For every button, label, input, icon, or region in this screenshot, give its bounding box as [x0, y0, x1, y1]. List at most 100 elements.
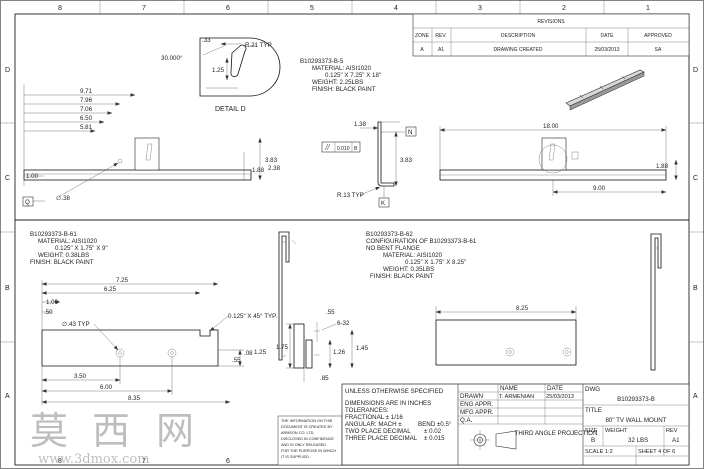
bracket61-dim-725: 7.25	[116, 277, 129, 284]
proprietary-notice: THE INFORMATION ON THIS DOCUMENT IS CREA…	[277, 415, 343, 466]
bracket61-dim-08: .08	[244, 350, 253, 357]
notes-line-3: TOLERANCES:	[345, 407, 389, 414]
zone-bottom-8: 8	[58, 458, 62, 465]
prop-line-4: DISCLOSED IN CONFIDENCE	[281, 437, 334, 441]
prop-line-1: THE INFORMATION ON THIS	[281, 419, 333, 423]
rev-cell-date: 25/03/2013	[594, 47, 619, 53]
bracket61-weight: WEIGHT: 0.38LBS	[38, 252, 89, 259]
bracket61-info: B10293373-B-61 MATERIAL: AISI1020 0.125"…	[30, 231, 108, 266]
revisions-table: REVISIONS ZONE REV. DESCRIPTION DATE APP…	[412, 13, 690, 57]
bracket62-dim-825: 8.25	[516, 305, 529, 312]
zone-right-b: B	[693, 285, 698, 292]
bracket61-size: 0.125" X 1.75" X 9"	[55, 245, 108, 252]
notes-line-2: DIMENSIONS ARE IN INCHES	[345, 400, 431, 407]
top-part-material: MATERIAL: AISI1020	[312, 65, 372, 72]
front-dim-581: 5.81	[80, 124, 93, 131]
rev-cell-zone: A	[420, 47, 424, 53]
tb-header-date: DATE	[547, 385, 563, 392]
detail-dim-33: .33	[202, 37, 211, 44]
bracket61-dim-625: 6.25	[104, 286, 117, 293]
tb-mfg-appr: MFG APPR.	[460, 409, 494, 416]
tb-rev-value: A1	[672, 437, 680, 444]
rev-cell-rev: A1	[438, 47, 444, 53]
right-view: 18.00 9.00 1.88	[439, 123, 678, 196]
bracket61-side	[278, 231, 297, 361]
tb-weight-label: WEIGHT	[605, 428, 628, 434]
zone-left-a: A	[5, 393, 10, 400]
bracket61-dim-350: 3.50	[74, 373, 87, 380]
bracket61-dim-55: .55	[232, 357, 241, 364]
bracket61-view: 7.25 6.25 1.00 .50 ∅.43 TYP 0.125" X 45°…	[41, 277, 277, 405]
zone-left-d: D	[5, 67, 10, 74]
zone-ticks	[0, 0, 704, 343]
bracket62-dim-145: 1.45	[356, 345, 369, 352]
bracket61-dim-chamfer: 0.125" X 45° TYP.	[228, 313, 277, 320]
bracket61-dim-hole43: ∅.43 TYP	[62, 321, 90, 328]
bracket62-note: NO BENT FLANGE	[366, 245, 420, 252]
front-dim-706: 7.06	[80, 106, 93, 113]
notes-line-7b: ± 0.015	[424, 435, 445, 442]
top-part-size: 0.125" X 7.25" X 18"	[325, 72, 381, 79]
prop-line-6: FOR THE PURPOSE IN WHICH	[281, 449, 336, 453]
front-dim-100: 1.00	[26, 173, 39, 180]
tb-rev-label: REV	[666, 428, 678, 434]
revisions-title: REVISIONS	[537, 19, 565, 25]
bracket62-dim-175: 1.75	[276, 344, 289, 351]
bracket62-side	[650, 233, 662, 371]
tb-size-label: SIZE	[585, 428, 598, 434]
side-datum-k: K	[381, 200, 386, 207]
datum-q: Q	[25, 199, 30, 206]
front-dim-971: 9.71	[80, 88, 93, 95]
bracket61-finish: FINISH: BLACK PAINT	[30, 259, 94, 266]
top-part-finish: FINISH: BLACK PAINT	[312, 86, 376, 93]
prop-line-2: DOCUMENT IS CREATED BY	[281, 425, 333, 429]
top-part-info: B10293373-B-5 MATERIAL: AISI1020 0.125" …	[300, 58, 381, 93]
tb-dwg-number: B10293373-B	[617, 396, 655, 403]
right-dim-1800: 18.00	[543, 123, 559, 130]
top-part-id: B10293373-B-5	[300, 58, 344, 65]
notes-line-6: TWO PLACE DECIMAL	[345, 428, 411, 435]
bracket61-material: MATERIAL: AISI1020	[38, 238, 98, 245]
rev-header-description: DESCRIPTION	[501, 33, 536, 39]
zone-bottom-6: 6	[226, 458, 230, 465]
zone-top-1: 1	[646, 5, 650, 12]
zone-top-4: 4	[394, 5, 398, 12]
front-dim-238: 2.38	[268, 165, 281, 172]
zone-top-8: 8	[58, 5, 62, 12]
tb-drawn-date: 25/03/2013	[546, 394, 574, 400]
zone-bottom-7: 7	[142, 458, 146, 465]
tb-scale: SCALE 1:2	[585, 449, 613, 455]
zone-labels-top: 8 7 6 5 4 3 2 1	[58, 5, 650, 12]
detail-d-view: .33 R.21 TYP 30.000° 1.25 DETAIL D	[161, 37, 281, 113]
notes-line-1: UNLESS OTHERWISE SPECIFIED	[345, 388, 444, 395]
tb-drawn-label: DRAWN	[460, 393, 483, 400]
title-block: UNLESS OTHERWISE SPECIFIED DIMENSIONS AR…	[341, 383, 690, 466]
prop-line-5: AND IS ONLY RELEASED	[281, 443, 326, 447]
zone-left-b: B	[5, 285, 10, 292]
tb-size-value: B	[591, 437, 595, 444]
zone-top-7: 7	[142, 5, 146, 12]
third-angle-projection-icon	[470, 430, 517, 450]
bracket62-size: 0.125" X 1.75" X 8.25"	[405, 259, 466, 266]
tb-qa: Q.A.	[460, 417, 473, 424]
rev-cell-description: DRAWING CREATED	[494, 47, 543, 53]
zone-right-a: A	[693, 393, 698, 400]
watermark-char-2: 西	[92, 409, 130, 453]
watermark-char-1: 莫	[30, 409, 68, 453]
isometric-view	[565, 69, 645, 111]
bracket62-dim-126: 1.26	[333, 349, 346, 356]
rev-cell-approved: SA	[655, 47, 662, 53]
front-dim-383: 3.83	[265, 157, 278, 164]
prop-line-7: IT IS SUPPLIED.	[281, 455, 310, 459]
zone-top-5: 5	[310, 5, 314, 12]
bracket61-id: B10293373-B-61	[30, 231, 77, 238]
bracket62-dim-85: .85	[320, 375, 329, 382]
watermark-char-3: 网	[156, 409, 194, 453]
side-flatness-tol: 0.010	[337, 146, 350, 152]
tb-weight-value: 32 LBS	[628, 437, 648, 444]
prop-line-3: ARMSON CO. LTD.	[281, 431, 314, 435]
bracket62-info: B10293373-B-62 CONFIGURATION OF B1029337…	[366, 231, 477, 280]
detail-dim-30deg: 30.000°	[161, 55, 183, 62]
